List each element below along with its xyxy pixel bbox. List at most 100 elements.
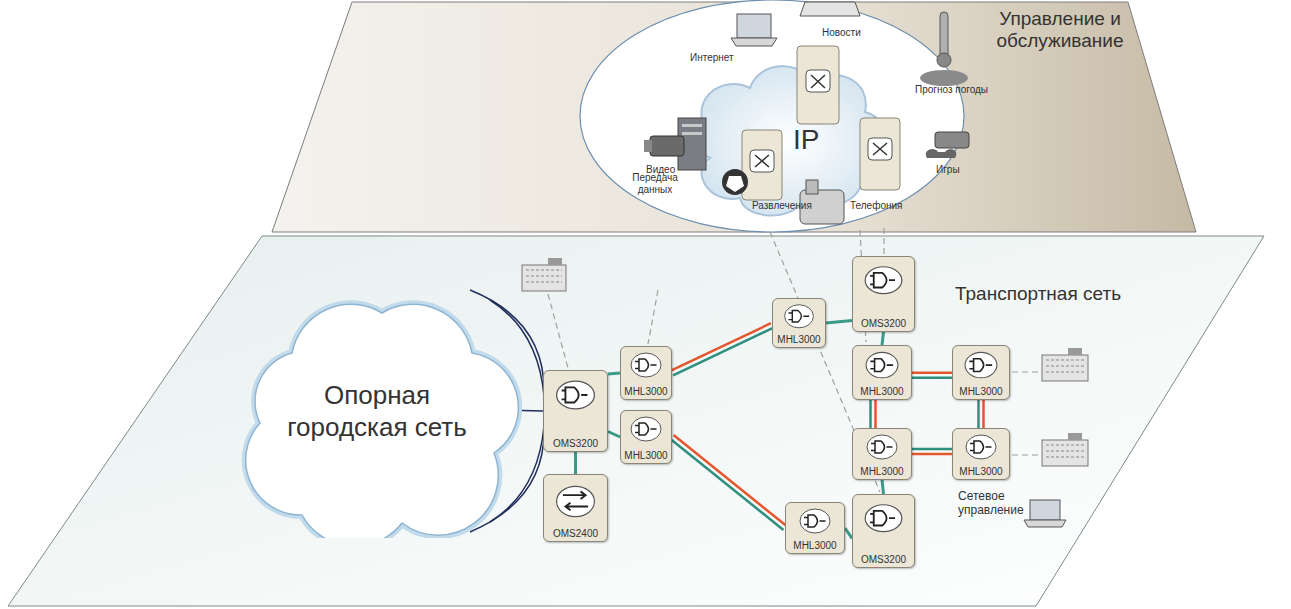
service-label: Прогноз погоды [915, 84, 988, 96]
transport-plane [8, 236, 1264, 606]
equipment-box: OMS2400 [543, 474, 608, 542]
plane-title: IP [793, 124, 819, 156]
service-icons [644, 140, 652, 152]
service-icons [682, 132, 702, 135]
equipment-icon [870, 273, 895, 288]
router-icon [755, 155, 769, 167]
service-icons [920, 70, 968, 86]
equipment-icon [631, 353, 661, 377]
network-link [673, 328, 773, 376]
equipment-icon [788, 311, 809, 323]
service-icons [940, 12, 948, 58]
equipment-box: OMS3200 [852, 494, 915, 568]
equipment-name: OMS3200 [544, 438, 607, 449]
equipment-icon [870, 511, 895, 526]
equipment-box: MHL3000 [785, 502, 845, 554]
equipment-name: MHL3000 [953, 386, 1009, 397]
service-icons [731, 38, 777, 46]
equipment-box: MHL3000 [620, 346, 672, 400]
service-icons [650, 136, 684, 156]
service-ellipse [580, 0, 964, 232]
building-icon [1046, 360, 1084, 372]
equipment-icon [557, 381, 595, 409]
equipment-icon [865, 267, 902, 294]
service-icons [682, 124, 702, 127]
router-icon [806, 70, 830, 92]
network-link [674, 435, 787, 526]
router-icon [811, 75, 825, 88]
service-label: Новости [822, 27, 861, 39]
router-icon [750, 150, 774, 172]
network-link [608, 432, 620, 438]
equipment-icon [563, 491, 588, 510]
service-icons [806, 180, 818, 194]
network-link [882, 332, 884, 345]
dashed-link [548, 294, 568, 368]
network-link [845, 528, 852, 538]
equipment-icon [867, 435, 897, 459]
equipment-name: MHL3000 [786, 540, 844, 551]
building-icon [1046, 445, 1084, 457]
network-link [912, 372, 952, 375]
equipment-icon [804, 515, 826, 527]
network-link [826, 321, 852, 323]
network-link [574, 452, 577, 474]
network-link [979, 400, 984, 428]
network-link [882, 480, 884, 494]
plane-title: Транспортная сеть [955, 283, 1121, 305]
equipment-box: MHL3000 [852, 428, 912, 480]
equipment-name: OMS3200 [853, 554, 914, 565]
router-icon [797, 46, 839, 124]
equipment-icon [970, 441, 992, 453]
equipment-name: MHL3000 [773, 334, 825, 345]
service-icons [644, 2, 969, 224]
building-icon [548, 258, 562, 265]
equipment-icon [871, 441, 893, 453]
network-link [608, 373, 620, 374]
network-link [826, 321, 852, 323]
equipment-icon [865, 505, 902, 532]
building-icon [1068, 348, 1082, 355]
network-link [575, 452, 576, 474]
network-link [869, 400, 872, 428]
network-link [977, 400, 980, 428]
network-name: Опорная городская сеть [232, 378, 522, 443]
equipment-icon [785, 305, 814, 328]
network-link [871, 400, 876, 428]
router-icon [868, 138, 892, 160]
equipment-name: MHL3000 [621, 450, 671, 461]
network-link [874, 400, 877, 428]
network-link [912, 448, 952, 451]
dashed-link [648, 290, 658, 344]
building-icon [522, 265, 566, 291]
network-link [671, 323, 773, 375]
dashed-link [1012, 454, 1040, 455]
router-icon [742, 46, 900, 200]
equipment-icon [965, 352, 997, 377]
service-ellipse [580, 0, 964, 232]
cloud-outline [232, 283, 522, 538]
service-icons [935, 132, 969, 148]
service-label: Развлечения [752, 200, 812, 212]
equipment-name: MHL3000 [853, 466, 911, 477]
dashed-link [548, 228, 1040, 492]
equipment-icon [969, 359, 992, 372]
service-icons [722, 169, 748, 195]
equipment-icon [557, 486, 595, 516]
equipment-icon [800, 509, 830, 533]
network-link [982, 400, 985, 428]
building-icon [526, 270, 562, 282]
router-icon [860, 118, 900, 190]
service-label: Телефония [850, 200, 903, 212]
network-cloud: Опорная городская сеть [232, 283, 522, 538]
equipment-box: MHL3000 [620, 410, 672, 464]
service-label: Сетевое управление [958, 490, 1030, 518]
service-ellipse [695, 66, 886, 215]
equipment-icon [562, 387, 588, 402]
router-icon [742, 130, 782, 200]
equipment-box: MHL3000 [952, 345, 1010, 400]
